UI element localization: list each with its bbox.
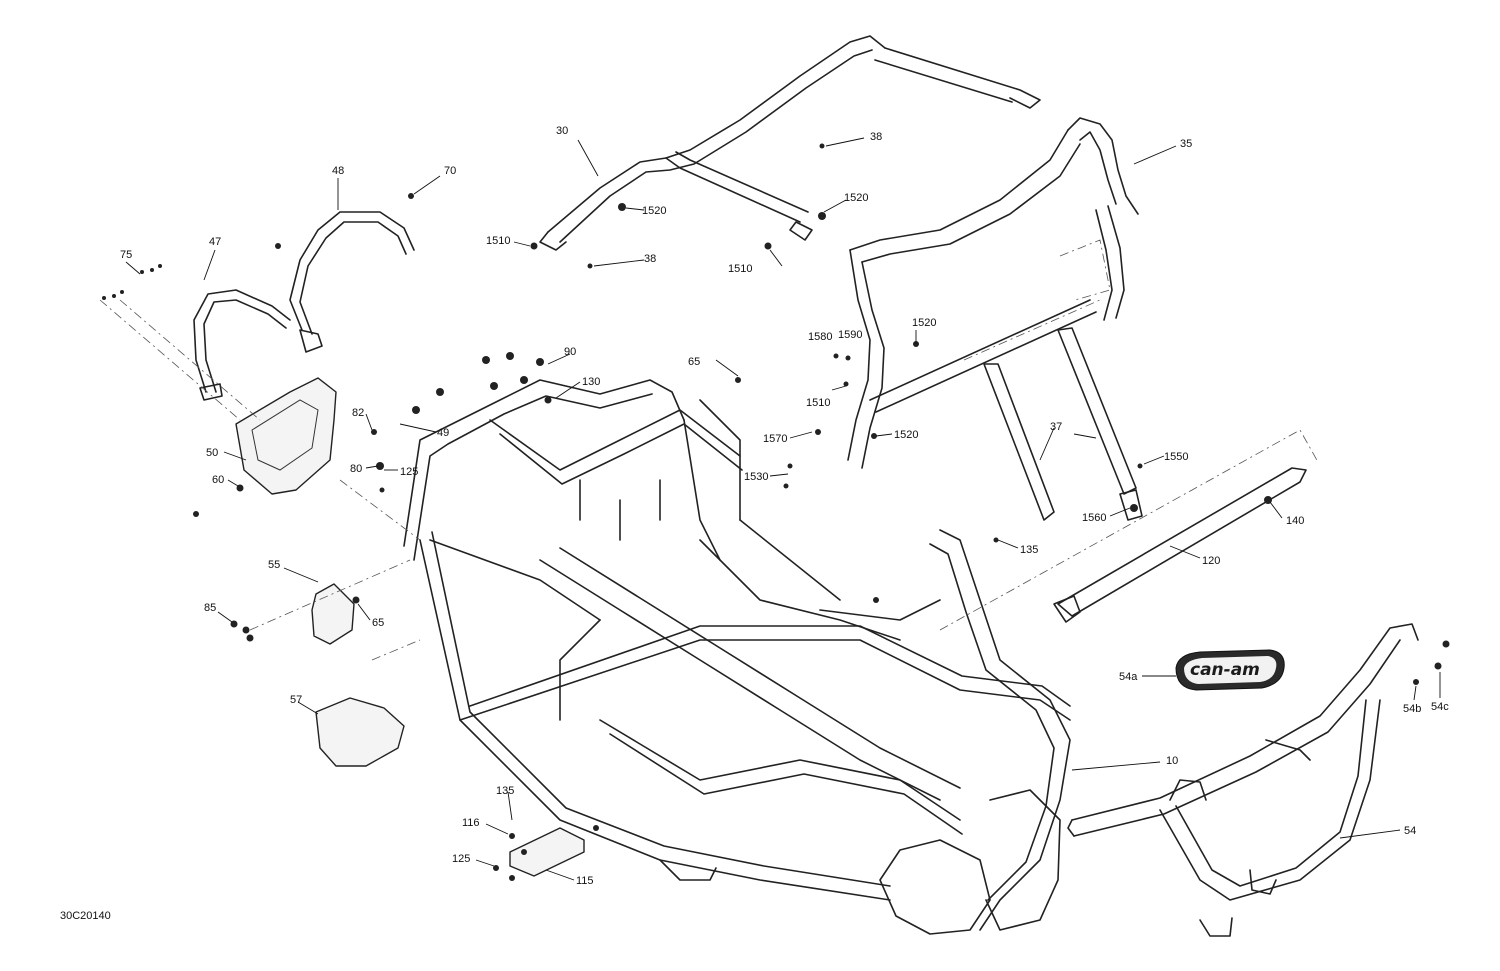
callout-label: 1510 (728, 263, 752, 275)
callout-label: 1530 (744, 471, 768, 483)
roof-bar-30 (539, 35, 1041, 251)
callout-label: 135 (496, 785, 514, 797)
callout-label: 1520 (912, 317, 936, 329)
callout-label: 115 (576, 875, 594, 887)
callout-label: 1520 (844, 192, 868, 204)
front-bumper-54 (1067, 623, 1419, 937)
callout-label: 55 (268, 559, 280, 571)
callout-label: 130 (582, 376, 600, 388)
callout-label: 47 (209, 236, 221, 248)
roll-cage-35 (847, 117, 1139, 469)
callout-label: 65 (372, 617, 384, 629)
callout-label: 54c (1431, 701, 1449, 713)
callout-label: 85 (204, 602, 216, 614)
logo-text: can-am (1190, 660, 1260, 680)
callout-label: 65 (688, 356, 700, 368)
callout-label: 1580 (808, 331, 832, 343)
callout-label: 125 (452, 853, 470, 865)
callout-label: 54a (1119, 671, 1138, 683)
callout-label: 38 (644, 253, 656, 265)
diagram-code: 30C20140 (60, 910, 111, 922)
hand-bars (193, 211, 415, 401)
callout-label: 1520 (642, 205, 666, 217)
bracket-55 (311, 583, 355, 645)
main-frame-10 (403, 379, 1071, 935)
callout-label: 1520 (894, 429, 918, 441)
callout-label: 90 (564, 346, 576, 358)
callout-label: 1510 (806, 397, 830, 409)
callout-label: 54 (1404, 825, 1416, 837)
callout-label: 140 (1286, 515, 1304, 527)
skid-plate-115 (509, 827, 585, 877)
callout-label: 70 (444, 165, 456, 177)
callout-label: 60 (212, 474, 224, 486)
callout-label: 50 (206, 447, 218, 459)
callout-label: 1570 (763, 433, 787, 445)
callout-labels: 30 38 35 1520 1510 1520 38 1510 48 70 47… (120, 125, 1449, 887)
callout-label: 37 (1050, 421, 1062, 433)
can-am-logo: can-am (1175, 649, 1285, 691)
callout-label: 38 (870, 131, 882, 143)
callout-label: 120 (1202, 555, 1220, 567)
callout-label: 125 (400, 466, 418, 478)
bracket-57 (315, 697, 405, 767)
callout-label: 57 (290, 694, 302, 706)
callout-label: 116 (462, 817, 480, 829)
callout-label: 54b (1403, 703, 1421, 715)
callout-label: 75 (120, 249, 132, 261)
callout-label: 30 (556, 125, 568, 137)
side-rail-120 (939, 429, 1319, 631)
callout-label: 35 (1180, 138, 1192, 150)
callout-label: 135 (1020, 544, 1038, 556)
callout-label: 82 (352, 407, 364, 419)
bracket-50 (235, 377, 337, 495)
callout-label: 1560 (1082, 512, 1106, 524)
leader-lines (99, 137, 1441, 881)
callout-label: 49 (437, 427, 449, 439)
callout-label: 48 (332, 165, 344, 177)
callout-label: 1550 (1164, 451, 1188, 463)
callout-label: 1590 (838, 329, 862, 341)
callout-label: 1510 (486, 235, 510, 247)
callout-label: 10 (1166, 755, 1178, 767)
callout-label: 80 (350, 463, 362, 475)
hardware (102, 143, 1450, 881)
struts-37 (983, 327, 1143, 521)
